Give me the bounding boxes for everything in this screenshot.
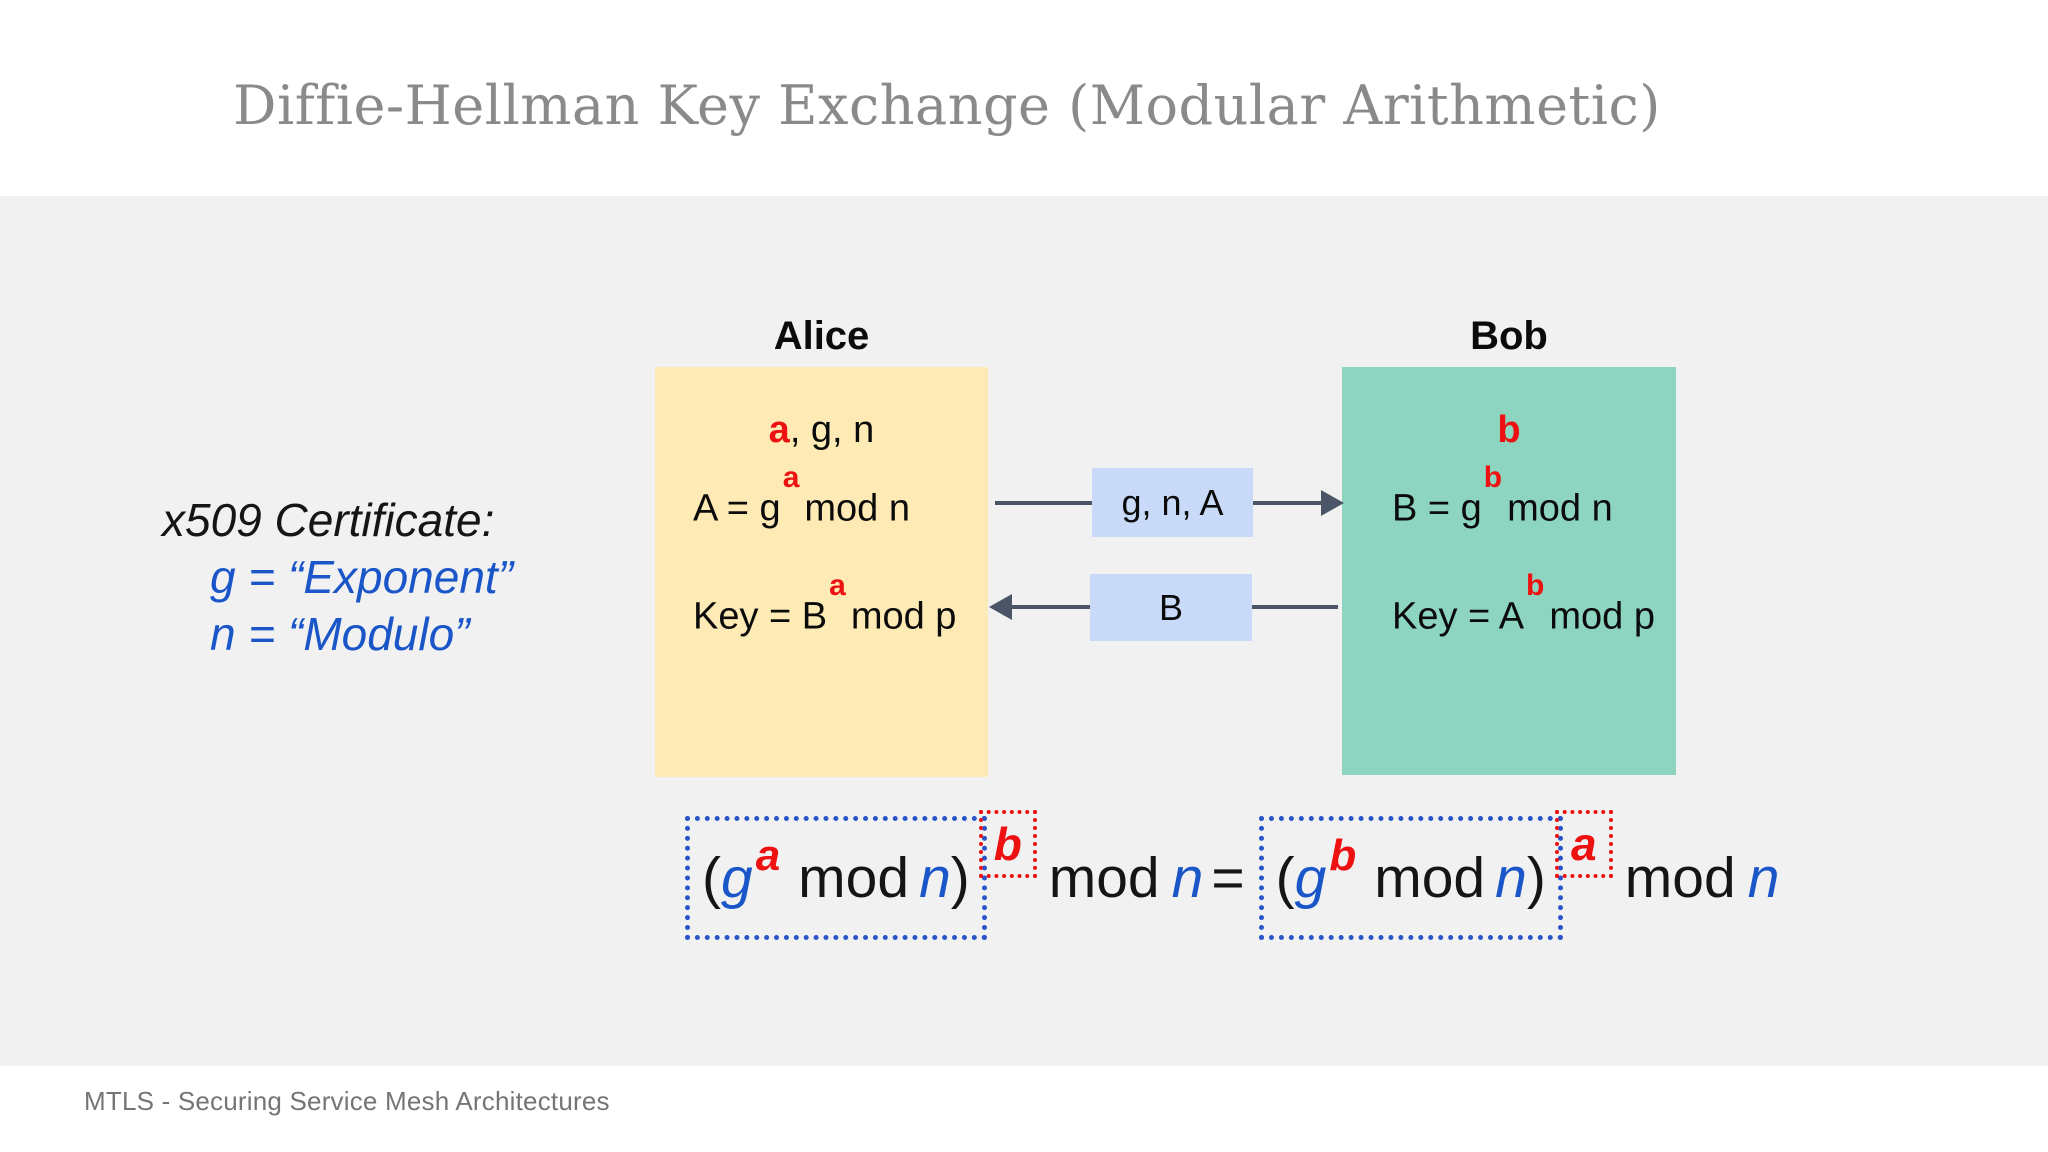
identity-left-open-paren: ( [702, 846, 721, 910]
identity-left-outer-mod: mod [1048, 846, 1160, 910]
identity-right-outer-modulus: n [1747, 846, 1780, 910]
bob-key-pre: Key = A [1392, 595, 1525, 638]
note-exponent-line: g = “Exponent” [210, 551, 514, 603]
alice-known-rest: , g, n [789, 409, 875, 451]
identity-left-outer-modulus: n [1171, 846, 1204, 910]
alice-key-post: mod p [850, 595, 957, 638]
identity-right-base: g [1294, 846, 1327, 910]
identity-left-modulus: n [919, 846, 951, 910]
identity-left-close-paren: ) [950, 846, 970, 910]
alice-public-equation: A = gamod n [693, 461, 911, 531]
bob-key-exponent: b [1526, 569, 1545, 602]
identity-right-inner-exponent: b [1329, 831, 1357, 880]
bob-key-equation: Key = Abmod p [1392, 569, 1655, 639]
bob-box: b B = gbmod n Key = Abmod p [1342, 367, 1676, 775]
identity-left-inner-exponent: a [755, 831, 781, 880]
alice-public-pre: A = g [693, 487, 781, 530]
identity-right-mod: mod [1374, 846, 1486, 910]
identity-left-outer-exponent: b [978, 810, 1037, 878]
slide-title: Diffie-Hellman Key Exchange (Modular Ari… [233, 74, 1661, 137]
bob-public-pre: B = g [1392, 487, 1482, 530]
identity-left-base: g [720, 846, 753, 910]
slide-footer: MTLS - Securing Service Mesh Architectur… [84, 1086, 610, 1116]
alice-key-pre: Key = B [693, 595, 828, 638]
note-modulo-line: n = “Modulo” [210, 608, 470, 660]
bob-secret-b: b [1497, 409, 1521, 451]
bob-known-values: b [1342, 409, 1676, 452]
identity-right-open-paren: ( [1275, 846, 1295, 910]
arrow-left-head-icon [989, 594, 1012, 620]
content-panel [0, 196, 2048, 1066]
identity-right-outer-exponent: a [1554, 810, 1613, 878]
identity-right-modulus: n [1495, 846, 1527, 910]
message-b: B [1090, 574, 1252, 641]
bob-public-equation: B = gbmod n [1392, 461, 1613, 531]
alice-box: a, g, n A = gamod n Key = Bamod p [655, 367, 988, 777]
message-g-n-a: g, n, A [1092, 468, 1253, 537]
identity-right-outer-mod: mod [1624, 846, 1736, 910]
x509-certificate-note: x509 Certificate: g = “Exponent” n = “Mo… [162, 492, 513, 663]
bob-key-post: mod p [1549, 595, 1655, 638]
arrow-right-head-icon [1321, 490, 1344, 516]
bob-public-post: mod n [1507, 487, 1613, 530]
alice-known-values: a, g, n [655, 409, 988, 452]
bob-label: Bob [1470, 314, 1548, 358]
alice-key-exponent: a [829, 569, 846, 602]
alice-secret-a: a [768, 409, 790, 451]
identity-right-close-paren: ) [1526, 846, 1546, 910]
bob-public-exponent: b [1483, 461, 1503, 494]
alice-label: Alice [773, 314, 870, 358]
alice-public-post: mod n [804, 487, 911, 530]
note-heading: x509 Certificate: [162, 494, 495, 546]
alice-key-equation: Key = Bamod p [693, 569, 957, 639]
identity-equals-sign: = [1211, 846, 1245, 910]
alice-public-exponent: a [782, 461, 800, 494]
identity-left-mod: mod [798, 846, 910, 910]
